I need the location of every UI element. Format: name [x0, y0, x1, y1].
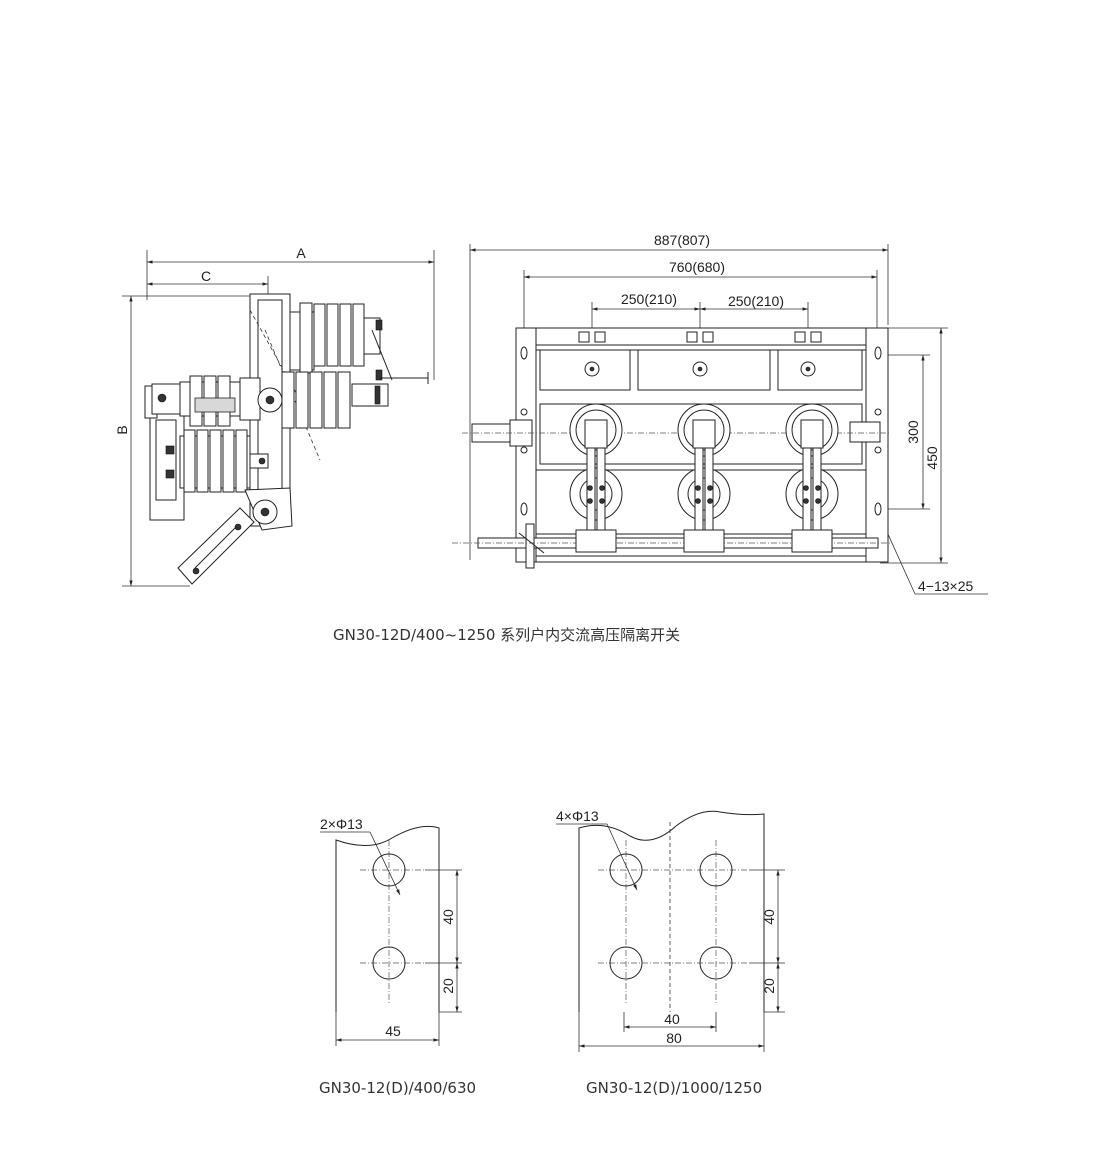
dim-c-label: C [201, 268, 211, 284]
phase-1 [569, 331, 623, 553]
dim-b-label: B [114, 425, 130, 434]
large-dim-40-v: 40 [761, 909, 777, 925]
phase-3 [785, 331, 839, 553]
hole-3 [609, 853, 643, 887]
large-dim-80: 80 [666, 1030, 682, 1046]
dim-450-label: 450 [924, 446, 940, 470]
hole-2 [372, 946, 406, 980]
small-dim-20: 20 [440, 978, 456, 994]
slot-leader: 4−13×25 [877, 511, 988, 595]
dim-inner-label: 760(680) [669, 259, 725, 275]
front-phases [569, 331, 839, 553]
phase-2 [677, 331, 731, 553]
lower-insulator [165, 429, 269, 493]
dimension-a: A [146, 245, 435, 380]
dim-300-label: 300 [905, 420, 921, 444]
small-dim-40: 40 [440, 909, 456, 925]
large-caption: GN30-12(D)/1000/1250 [586, 1079, 762, 1097]
front-shafts [452, 419, 890, 569]
terminal-large: 4×Φ13 40 20 40 80 GN30-12(D)/1000/1250 [556, 808, 785, 1097]
dim-a-label: A [296, 245, 306, 261]
front-view: 887(807) 760(680) 250(210) 250(210) [452, 232, 988, 595]
small-caption: GN30-12(D)/400/630 [319, 1079, 476, 1097]
large-hole-label: 4×Φ13 [556, 808, 599, 824]
dimension-vertical: 300 450 [880, 327, 948, 564]
main-caption: GN30-12D/400~1250 系列户内交流高压隔离开关 [333, 626, 680, 644]
dimension-overall: 887(807) [469, 232, 889, 560]
dim-slots-label: 4−13×25 [918, 578, 973, 594]
operating-arm [177, 487, 293, 585]
small-hole-label: 2×Φ13 [320, 816, 363, 832]
dimension-b: B [114, 295, 250, 587]
dim-pitch-right-label: 250(210) [728, 293, 784, 309]
terminal-small: 2×Φ13 40 20 45 GN30-12(D)/400/630 [319, 816, 476, 1097]
hole-5 [609, 946, 643, 980]
middle-insulator [151, 371, 389, 429]
dimension-inner: 760(680) [523, 259, 878, 330]
hole-4 [699, 853, 733, 887]
upper-insulator [289, 302, 429, 384]
large-dim-40-h: 40 [664, 1011, 680, 1027]
small-dim-45: 45 [385, 1023, 401, 1039]
hole-6 [699, 946, 733, 980]
hole-1 [372, 853, 406, 887]
dim-pitch-left-label: 250(210) [621, 291, 677, 307]
dim-overall-label: 887(807) [654, 232, 710, 248]
large-dim-20: 20 [761, 978, 777, 994]
side-view: A C B [114, 245, 435, 587]
